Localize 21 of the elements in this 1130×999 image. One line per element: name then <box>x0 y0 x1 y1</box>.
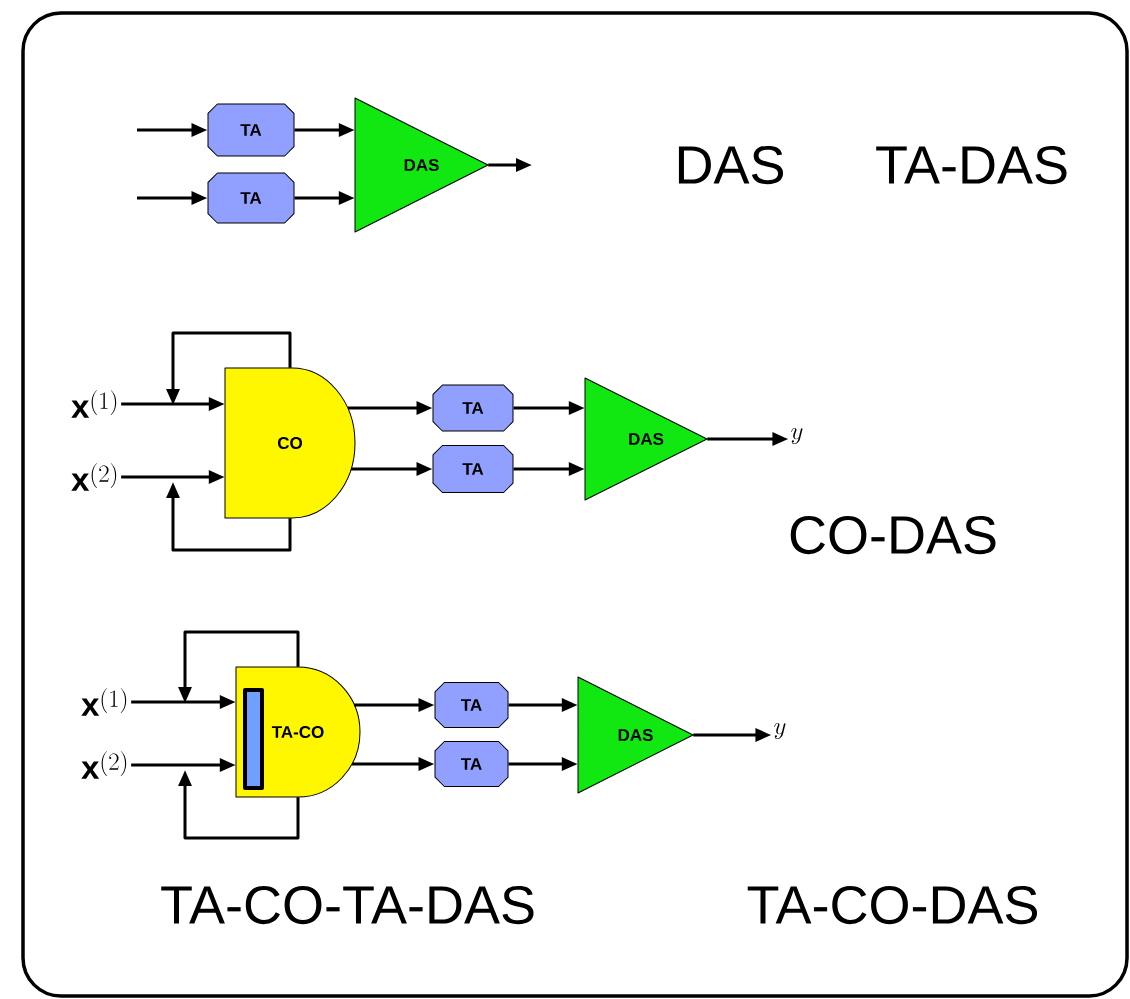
ta-block: TA <box>432 445 514 493</box>
math-symbol: $\mathbf{x}^{(1)}$ <box>81 688 127 716</box>
math-symbol: $\mathbf{x}^{(2)}$ <box>81 751 127 779</box>
amplifier-triangle: DAS <box>354 97 489 233</box>
amplifier-triangle: DAS <box>577 676 694 794</box>
ta-block: TA <box>434 682 509 728</box>
math-symbol: $y$ <box>791 428 803 445</box>
math-symbol: $y$ <box>774 723 786 740</box>
amplifier-triangle: DAS <box>584 377 708 501</box>
variant-label: TA-DAS <box>876 145 1067 185</box>
ta-block: TA <box>434 741 509 787</box>
ta-block: TA <box>432 384 514 432</box>
ta-block: TA <box>207 172 295 224</box>
variant-label: CO-DAS <box>790 515 996 555</box>
bar-shape <box>243 688 264 790</box>
variant-label: DAS <box>678 145 784 185</box>
variant-label: TA-CO-TA-DAS <box>161 885 534 925</box>
ta-block: TA <box>207 103 295 157</box>
variant-label: TA-CO-DAS <box>747 885 1038 925</box>
math-symbol: $\mathbf{x}^{(2)}$ <box>71 463 117 491</box>
math-symbol: $\mathbf{x}^{(1)}$ <box>71 390 117 418</box>
